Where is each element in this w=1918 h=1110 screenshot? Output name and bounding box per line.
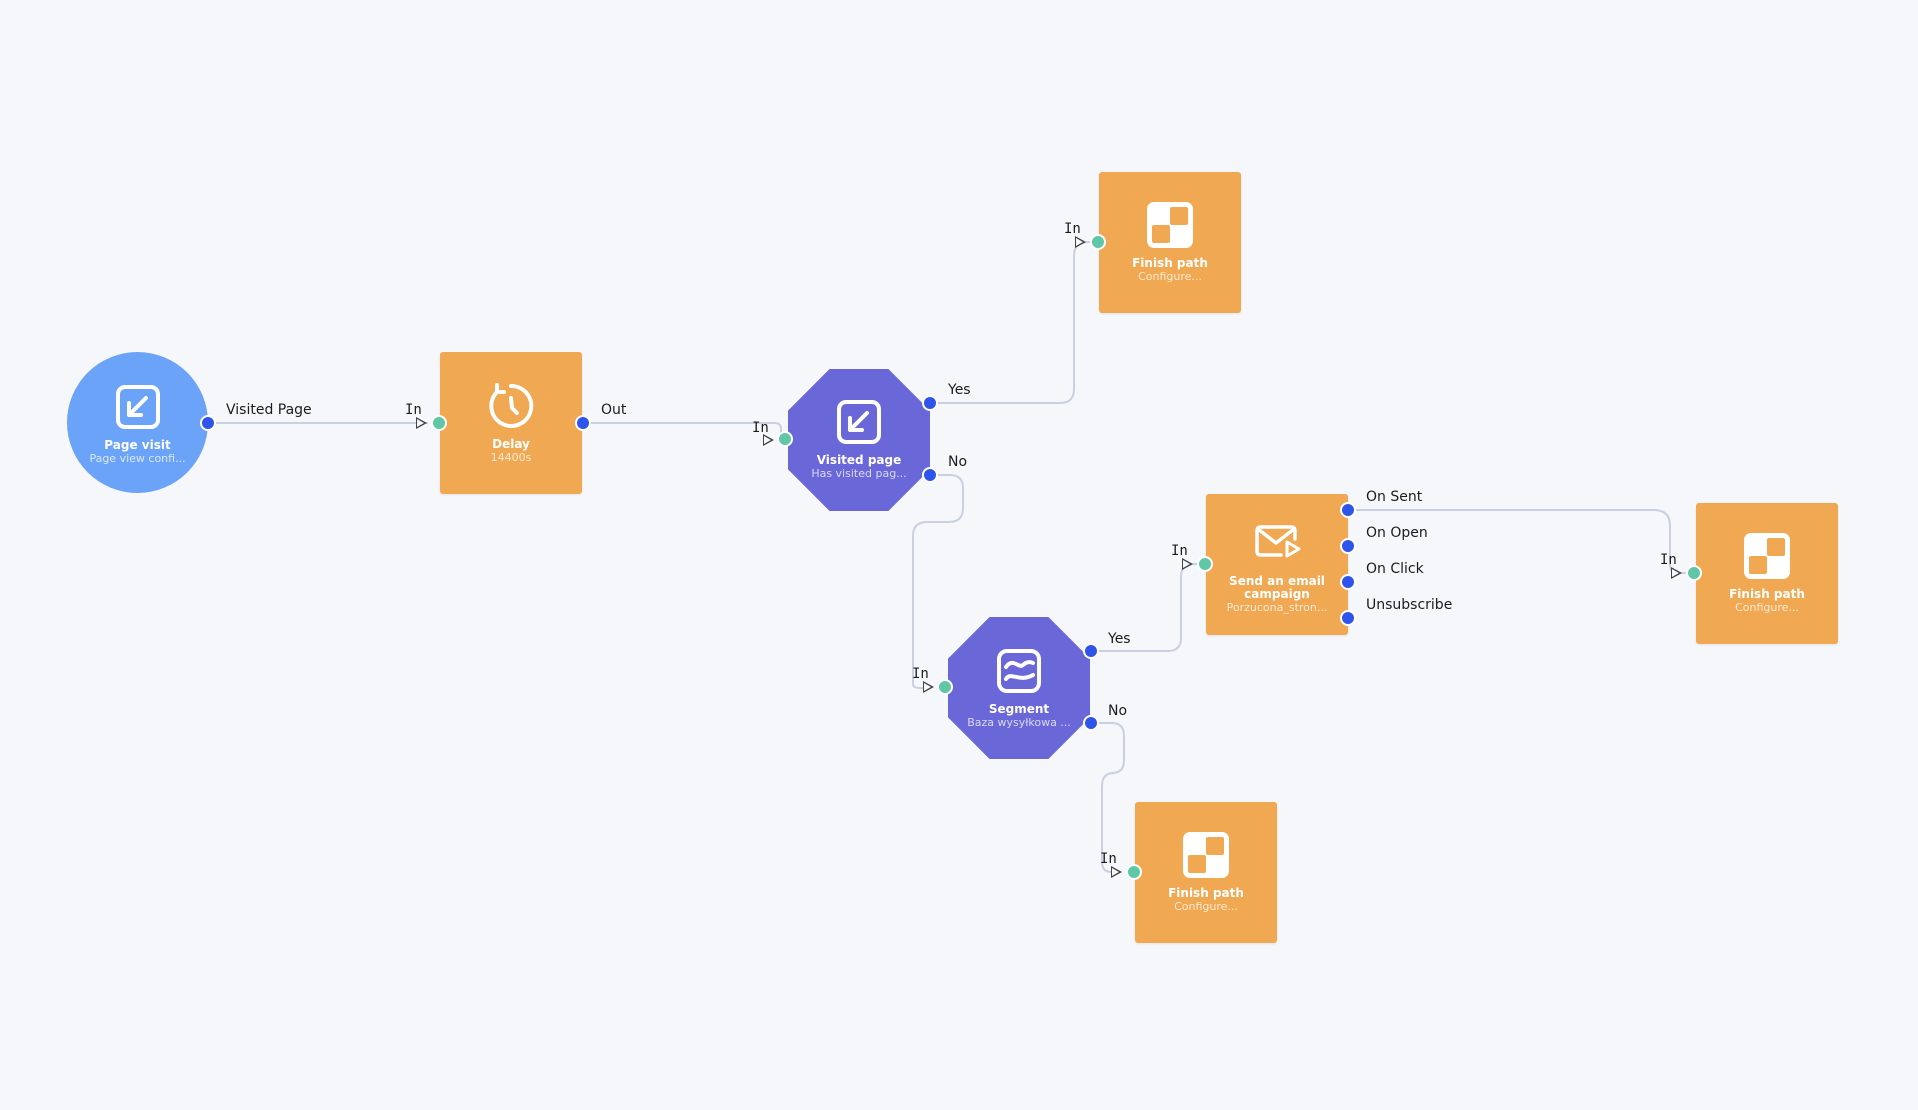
node-title: Finish path [1132,256,1208,270]
port-out-unsubscribe[interactable] [1340,610,1356,626]
port-in-finish-3[interactable] [1126,864,1142,880]
node-delay[interactable]: Delay 14400s [440,352,582,494]
port-in-delay[interactable] [431,415,447,431]
node-subtitle: Porzucona_stron... [1226,601,1328,614]
page-visit-icon [837,400,881,444]
arrow-icon [1671,567,1682,579]
node-title: Page visit [104,438,171,452]
node-finish-path-2[interactable]: Finish path Configure... [1696,503,1838,644]
port-label-on-sent: On Sent [1366,489,1423,505]
port-label-in: In [1064,221,1081,237]
arrow-icon [416,417,427,429]
port-out-on-click[interactable] [1340,574,1356,590]
edge-delay-visitedpage[interactable] [583,422,782,438]
port-label-out: Out [601,402,627,418]
node-segment[interactable]: Segment Baza wysyłkowa ... [948,617,1090,759]
node-visited-page[interactable]: Visited page Has visited pag... [788,369,930,511]
port-label-in: In [405,402,422,418]
page-visit-icon [115,385,160,429]
port-out-delay[interactable] [575,415,591,431]
finish-flag-icon [1744,533,1790,579]
port-out-on-open[interactable] [1340,538,1356,554]
finish-flag-icon [1147,202,1193,248]
arrow-icon [1182,558,1193,570]
node-title: Send an email campaign [1229,574,1325,601]
node-finish-path-1[interactable]: Finish path Configure... [1099,172,1241,313]
port-in-segment[interactable] [937,679,953,695]
node-subtitle: Baza wysyłkowa ... [967,716,1071,729]
port-in-email[interactable] [1197,556,1213,572]
edge-segment-finish3[interactable] [1091,722,1125,873]
node-title: Visited page [816,453,902,467]
port-out-yes[interactable] [1083,643,1099,659]
timer-icon [489,383,534,428]
port-in-visited-page[interactable] [777,431,793,447]
port-label-on-open: On Open [1366,525,1428,541]
port-out-no[interactable] [1083,715,1099,731]
port-label-yes: Yes [1108,631,1131,647]
edge-visitedpage-finish1[interactable] [930,241,1098,404]
port-label-in: In [1660,552,1677,568]
port-in-finish-1[interactable] [1090,234,1106,250]
node-send-email-campaign[interactable]: Send an email campaign Porzucona_stron..… [1206,494,1348,635]
port-label-on-click: On Click [1366,561,1424,577]
email-send-icon [1255,525,1301,558]
port-out-yes[interactable] [922,395,938,411]
node-subtitle: 14400s [490,451,532,464]
node-subtitle: Configure... [1174,900,1238,913]
port-out-visited-page[interactable] [200,415,216,431]
arrow-icon [1111,866,1122,878]
node-title: Finish path [1729,587,1805,601]
segment-icon [997,649,1041,693]
node-title: Delay [492,437,530,451]
node-subtitle: Configure... [1735,601,1799,614]
edge-visitedpage-segment[interactable] [912,474,964,689]
port-label-visited-page: Visited Page [226,402,312,418]
node-subtitle: Has visited pag... [811,467,907,480]
node-title: Finish path [1168,886,1244,900]
port-out-on-sent[interactable] [1340,502,1356,518]
port-label-in: In [1171,543,1188,559]
node-page-visit[interactable]: Page visit Page view confi... [67,352,208,493]
port-label-in: In [1100,851,1117,867]
port-label-yes: Yes [948,382,971,398]
port-label-unsubscribe: Unsubscribe [1366,597,1453,613]
port-label-no: No [1108,703,1128,719]
finish-flag-icon [1183,832,1229,878]
arrow-icon [763,434,774,446]
port-in-finish-2[interactable] [1686,565,1702,581]
port-out-no[interactable] [922,467,938,483]
node-subtitle: Page view confi... [89,452,186,465]
arrow-icon [923,681,934,693]
node-title: Segment [988,702,1050,716]
node-subtitle: Configure... [1138,270,1202,283]
port-label-no: No [948,454,968,470]
arrow-icon [1075,236,1086,248]
port-label-in: In [752,420,769,436]
node-finish-path-3[interactable]: Finish path Configure... [1135,802,1277,943]
port-label-in: In [912,666,929,682]
